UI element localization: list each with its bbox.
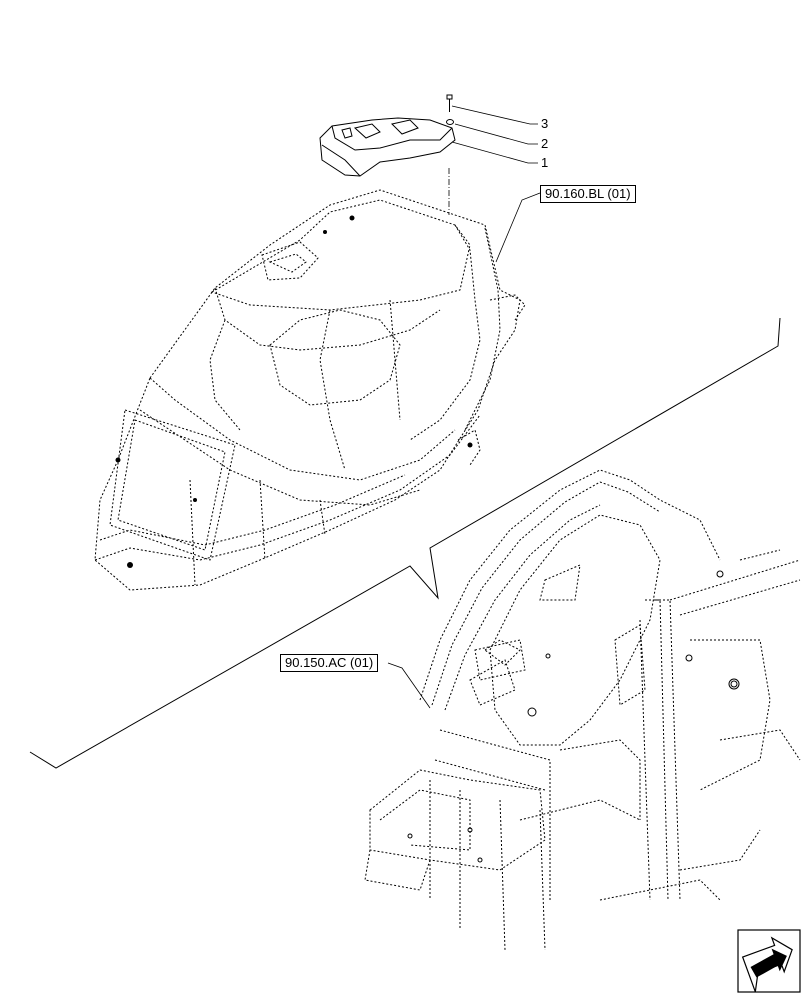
callout-3: 3 <box>541 116 549 131</box>
armrest-cover-part <box>319 117 456 177</box>
reference-label-upper[interactable]: 90.160.BL (01) <box>540 185 636 203</box>
detail-break-line <box>29 317 781 769</box>
frame-fasteners <box>407 570 740 863</box>
fender-assembly <box>94 189 526 591</box>
washer-part <box>446 119 454 125</box>
upper-reference-leader <box>495 192 541 263</box>
lower-reference-leader <box>387 662 431 709</box>
callout-1: 1 <box>541 155 549 170</box>
cab-frame-assembly <box>364 469 801 951</box>
fender-fasteners <box>115 215 473 568</box>
screw-part <box>446 94 453 112</box>
callout-leaders <box>451 105 538 164</box>
next-page-arrow-icon[interactable] <box>737 929 801 993</box>
callout-2: 2 <box>541 136 549 151</box>
reference-label-lower[interactable]: 90.150.AC (01) <box>280 654 379 672</box>
